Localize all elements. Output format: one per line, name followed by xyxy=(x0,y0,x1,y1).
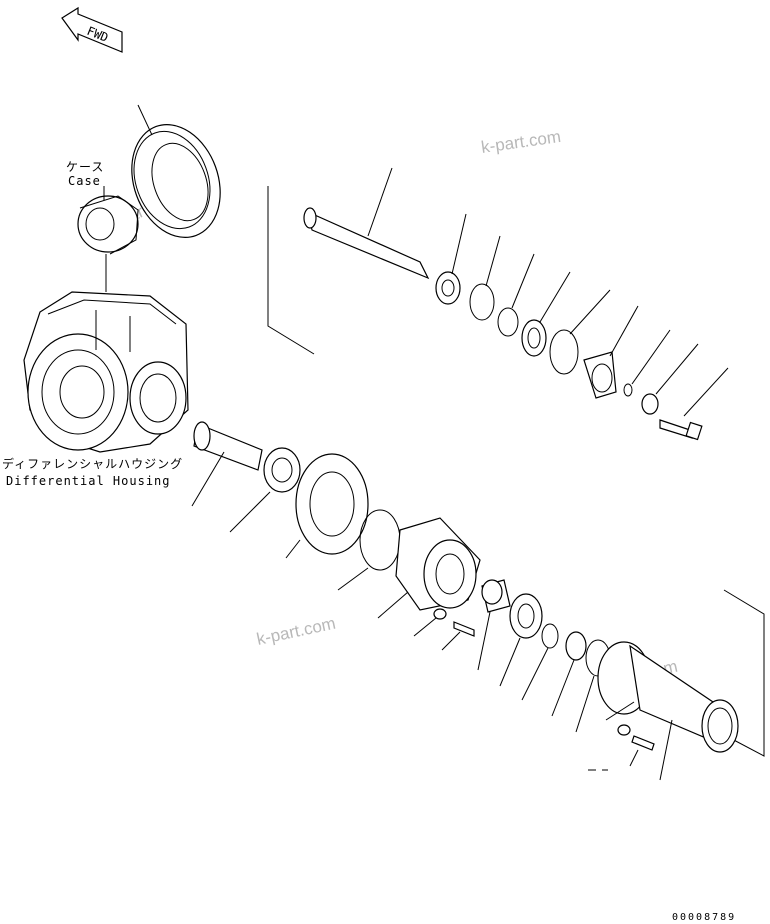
drawing-code: 00008789 xyxy=(672,912,736,923)
bushing-part xyxy=(477,579,511,671)
axle-shaft-part xyxy=(303,167,430,280)
fwd-arrow-icon: FWD xyxy=(61,6,123,53)
retaining-ring-part xyxy=(497,253,535,337)
tube-washer-part xyxy=(617,724,631,736)
watermark: k-part.com xyxy=(480,127,562,157)
axle-tube-part xyxy=(597,641,739,781)
hub-snap-ring-part xyxy=(521,623,559,701)
watermark: k-part.com xyxy=(255,614,337,649)
hub-bolt-part xyxy=(441,621,475,651)
pinion-gear-part xyxy=(191,421,263,507)
housing-label-en: Differential Housing xyxy=(6,474,171,488)
hub-bearing-part xyxy=(499,593,543,687)
case-label-jp: ケース xyxy=(66,160,104,174)
housing-label-jp: ディファレンシャルハウジング xyxy=(2,456,183,471)
flange-plate-part xyxy=(285,453,369,559)
seal-part xyxy=(521,271,571,357)
bolt-part xyxy=(659,367,729,441)
differential-housing-part xyxy=(23,291,189,453)
pinion-bearing-part xyxy=(229,447,301,533)
washer-small-part xyxy=(413,608,447,637)
snap-ring-part xyxy=(469,235,501,321)
differential-case-part xyxy=(77,186,139,292)
tube-bolt-part xyxy=(629,735,655,767)
case-label-en: Case xyxy=(68,174,101,188)
coupling-part xyxy=(583,305,639,399)
ring-gear-part xyxy=(131,104,221,238)
washer-part xyxy=(641,343,699,415)
hub-carrier-part xyxy=(377,517,481,619)
o-ring-part xyxy=(623,329,671,397)
hub-seal-part xyxy=(551,631,587,717)
bearing-part xyxy=(435,213,467,305)
spacer-ring-part xyxy=(549,289,611,375)
